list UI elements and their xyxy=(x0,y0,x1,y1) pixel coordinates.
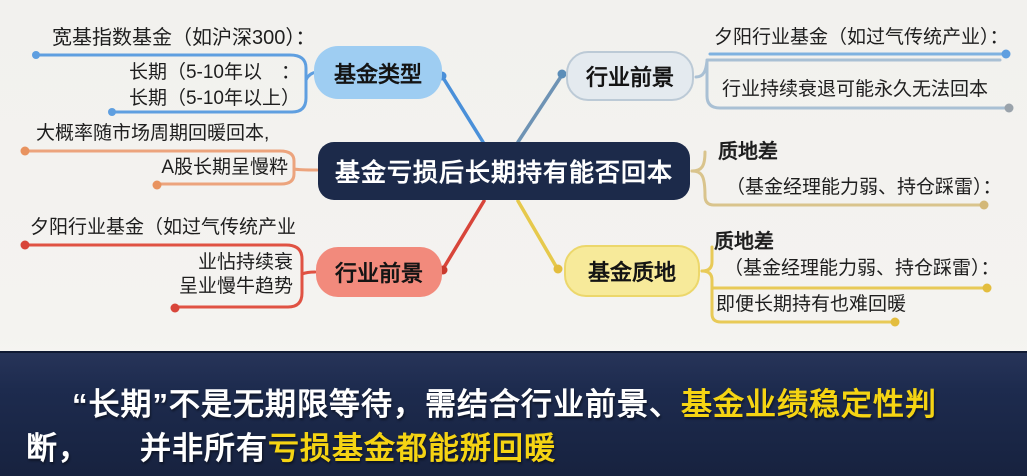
industry-left-detail-line2: 呈业慢牛趋势 xyxy=(178,276,293,297)
caption-line1: “长期”不是无期限等待，需结合行业前景、基金业绩稳定性判 xyxy=(72,379,937,424)
connector-fund-quality-center xyxy=(516,199,563,274)
market-cycle-note: 大概率随市场周期回暖回本, xyxy=(36,123,270,144)
center-topic: 基金亏损后长期持有能否回本 xyxy=(318,142,690,200)
caption-line2-normal-a: 断， xyxy=(26,431,90,466)
fund-quality-detail: 即便长期持有也难回暖 xyxy=(716,294,907,315)
industry-left-detail-line1: 业怗持续衰 xyxy=(197,252,293,273)
industry-right-note: 夕阳行业基金（如过气传统产业）： xyxy=(714,27,1009,48)
caption-line2-highlight: 亏损基金都能掰回暖 xyxy=(268,431,556,466)
caption-line1-normal: “长期”不是无期限等待，需结合行业前景、 xyxy=(72,387,681,422)
industry-right-detail: 行业持续衰退可能永久无法回本 xyxy=(722,79,989,100)
industry-left-detail: 业怗持续衰 呈业慢牛趋势 xyxy=(150,251,293,299)
caption-line2-normal-b: 并非所有 xyxy=(140,431,268,466)
fund-quality-subtitle: （基金经理能力弱、持仓踩雷）： xyxy=(724,258,1000,279)
node-industry-right: 行业前景 xyxy=(566,51,694,101)
connector-industry-right-center xyxy=(516,69,567,144)
caption-line2: 断， 并非所有亏损基金都能掰回暖 xyxy=(26,423,556,468)
fund-type-detail-line2: 长期（5-10年以上） xyxy=(128,88,300,109)
connector-fund-type-center xyxy=(437,71,485,144)
quality-mid-subtitle: （基金经理能力弱、持仓踩雷）： xyxy=(726,177,1002,198)
industry-left-note: 夕阳行业基金（如过气传统产业 xyxy=(30,217,297,238)
node-industry-left: 行业前景 xyxy=(316,247,442,297)
fund-type-detail: 长期（5-10年以 ： 长期（5-10年以上） xyxy=(100,60,300,112)
caption-line1-highlight: 基金业绩稳定性判 xyxy=(681,387,937,422)
fund-type-detail-line1: 长期（5-10年以 ： xyxy=(128,62,300,83)
node-fund-quality: 基金质地 xyxy=(564,245,700,297)
connector-industry-left-center xyxy=(438,199,486,275)
quality-mid-title: 质地差 xyxy=(718,141,778,163)
node-fund-type: 基金类型 xyxy=(314,46,442,99)
market-cycle-detail: A股长期呈慢粋 xyxy=(161,157,288,178)
fund-quality-title: 质地差 xyxy=(714,231,774,253)
fund-type-note: 宽基指数基金（如沪深300）： xyxy=(52,27,316,49)
caption-banner: “长期”不是无期限等待，需结合行业前景、基金业绩稳定性判 断， 并非所有亏损基金都… xyxy=(0,351,1027,476)
